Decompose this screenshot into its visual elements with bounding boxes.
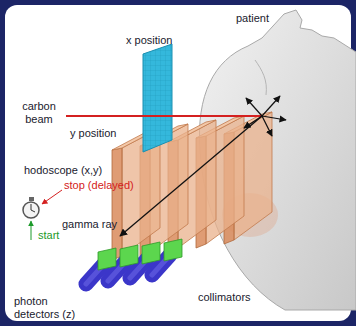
hodoscope-label: hodoscope (x,y) xyxy=(24,164,114,177)
y-position-label: y position xyxy=(70,127,130,140)
patient-label: patient xyxy=(236,12,286,25)
stopwatch xyxy=(23,197,39,218)
gamma-ray-path xyxy=(120,116,262,236)
gamma-ray-label: gamma ray xyxy=(62,218,122,231)
start-arrow xyxy=(31,221,32,240)
x-position-label: x position xyxy=(126,34,186,47)
emission-arrows xyxy=(244,96,286,136)
photon-detector xyxy=(86,248,116,284)
photon-detectors xyxy=(86,239,182,284)
patient-head xyxy=(199,10,356,310)
carbon-beam xyxy=(66,115,262,117)
stop-label: stop (delayed) xyxy=(64,179,144,192)
start-label: start xyxy=(38,229,78,242)
collimator-slabs xyxy=(112,112,272,260)
photon-detectors-label: photon detectors (z) xyxy=(14,295,88,321)
collimators-label: collimators xyxy=(198,291,278,304)
hodoscope-plane xyxy=(143,44,172,152)
carbon-beam-label: carbon beam xyxy=(16,100,62,126)
stop-arrow xyxy=(42,190,62,204)
